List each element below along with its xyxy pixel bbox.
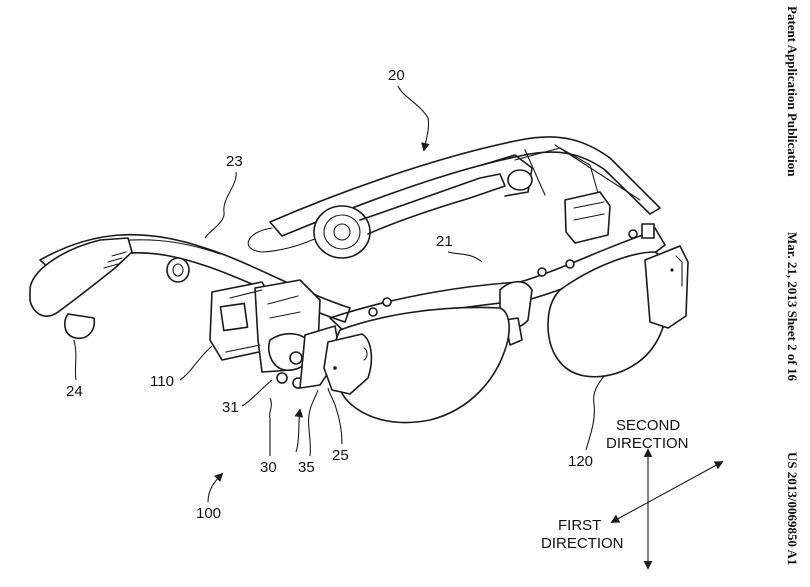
ear-tip [29, 237, 190, 340]
label-21: 21 [436, 233, 453, 250]
label-25: 25 [332, 447, 349, 464]
patent-header: Patent Application Publication Mar. 21, … [785, 6, 800, 565]
lenses [332, 245, 689, 424]
reference-numerals: 20 23 21 24 110 31 30 35 25 120 100 [66, 67, 605, 522]
far-hinge [564, 191, 611, 244]
direction-indicator: SECOND DIRECTION FIRST DIRECTION [541, 417, 724, 570]
label-31: 31 [222, 399, 239, 416]
label-110: 110 [150, 373, 174, 390]
date-and-sheet: Mar. 21, 2013 Sheet 2 of 16 [785, 232, 800, 382]
first-direction-label-2: DIRECTION [541, 535, 624, 552]
earphone-element [313, 154, 533, 259]
lens-side-module [323, 333, 373, 395]
label-23: 23 [226, 153, 243, 170]
label-120: 120 [568, 453, 593, 470]
label-20: 20 [388, 67, 405, 84]
label-35: 35 [298, 459, 315, 476]
publication-title: Patent Application Publication [785, 6, 800, 177]
publication-number: US 2013/0069850 A1 [785, 452, 800, 565]
label-24: 24 [66, 383, 83, 400]
optical-module [209, 279, 341, 389]
label-100: 100 [196, 505, 221, 522]
second-direction-label-2: DIRECTION [606, 435, 689, 452]
first-direction-arrow [610, 461, 724, 523]
first-direction-label-1: FIRST [558, 517, 601, 534]
second-direction-label-1: SECOND [616, 417, 680, 434]
label-30: 30 [260, 459, 277, 476]
far-temple-arm [247, 136, 661, 253]
